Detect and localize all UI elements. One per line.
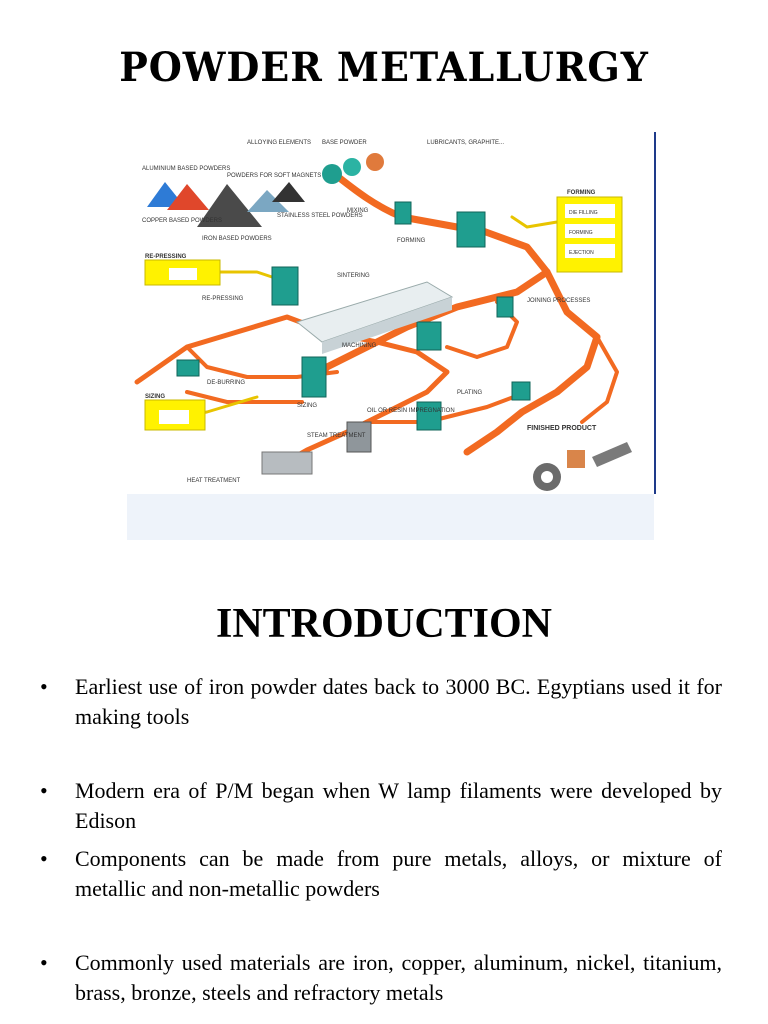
label-copper: COPPER BASED POWDERS <box>142 218 222 224</box>
label-finished-product: FINISHED PRODUCT <box>527 425 597 432</box>
bullet-item: • Components can be made from pure metal… <box>40 844 722 904</box>
figure-container: ALLOYING ELEMENTS BASE POWDER LUBRICANTS… <box>127 132 656 540</box>
label-stainless: STAINLESS STEEL POWDERS <box>277 213 363 219</box>
bullet-symbol: • <box>40 674 48 699</box>
label-de-burring: DE-BURRING <box>207 380 245 386</box>
label-soft-magnets: POWDERS FOR SOFT MAGNETS <box>227 173 321 179</box>
label-aluminium: ALUMINIUM BASED POWDERS <box>142 166 230 172</box>
label-sintering: SINTERING <box>337 273 370 279</box>
bullet-text: Components can be made from pure metals,… <box>75 846 722 901</box>
page-title: POWDER METALLURGY <box>119 44 649 91</box>
section-heading: INTRODUCTION <box>215 601 553 647</box>
label-iron: IRON BASED POWDERS <box>202 236 272 242</box>
bullet-text: Earliest use of iron powder dates back t… <box>75 674 722 729</box>
label-lubricants: LUBRICANTS, GRAPHITE... <box>427 140 504 146</box>
forming-callout <box>556 196 623 273</box>
bullet-text: Commonly used materials are iron, copper… <box>75 950 722 1005</box>
bullet-item: • Earliest use of iron powder dates back… <box>40 672 722 732</box>
re-pressing-callout <box>144 259 221 286</box>
label-forming-box: FORMING <box>567 190 596 196</box>
label-heat-treatment: HEAT TREATMENT <box>187 478 241 484</box>
label-mixing: MIXING <box>347 208 369 214</box>
bullet-item: • Commonly used materials are iron, copp… <box>40 948 722 1008</box>
label-sizing-box: SIZING <box>145 394 165 400</box>
label-plating: PLATING <box>457 390 483 396</box>
label-compaction: FORMING <box>569 230 593 236</box>
machines <box>176 201 531 431</box>
sintering-furnace <box>295 281 454 354</box>
label-sizing: SIZING <box>297 403 317 409</box>
label-joining: JOINING PROCESSES <box>527 298 590 304</box>
bullet-symbol: • <box>40 950 48 975</box>
label-re-pressing-box: RE-PRESSING <box>145 254 187 260</box>
label-base-powder: BASE POWDER <box>322 140 367 146</box>
heat-treatment-unit <box>261 421 372 475</box>
label-die-filling: DIE FILLING <box>569 210 598 216</box>
label-steam: STEAM TREATMENT <box>307 433 366 439</box>
bullet-symbol: • <box>40 846 48 871</box>
label-forming: FORMING <box>397 238 426 244</box>
bullet-symbol: • <box>40 778 48 803</box>
powder-piles <box>147 182 305 227</box>
hoppers <box>322 153 384 184</box>
finished-product-parts <box>533 442 632 491</box>
bullet-text: Modern era of P/M began when W lamp fila… <box>75 778 722 833</box>
label-alloying-elements: ALLOYING ELEMENTS <box>247 140 311 146</box>
diagram-labels: ALLOYING ELEMENTS BASE POWDER LUBRICANTS… <box>142 140 598 484</box>
sizing-callout <box>144 399 206 431</box>
bullet-item: • Modern era of P/M began when W lamp fi… <box>40 776 722 836</box>
label-machining: MACHINING <box>342 343 377 349</box>
label-re-pressing: RE-PRESSING <box>202 296 244 302</box>
label-ejection: EJECTION <box>569 250 594 256</box>
process-flow-illustration: ALLOYING ELEMENTS BASE POWDER LUBRICANTS… <box>134 140 632 491</box>
label-oil-resin: OIL OR RESIN IMPREGNATION <box>367 408 455 414</box>
process-diagram: ALLOYING ELEMENTS BASE POWDER LUBRICANTS… <box>127 132 656 494</box>
